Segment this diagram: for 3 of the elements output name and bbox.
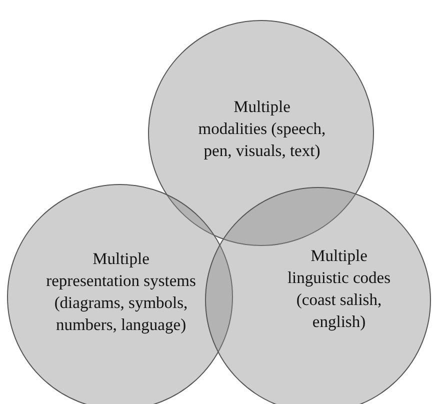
circle-label: Multiple linguistic codes (coast salish, english) bbox=[286, 245, 392, 333]
circle-label: Multiple modalities (speech, pen, visuals, text) bbox=[198, 96, 326, 162]
circle-label: Multiple representation systems (diagrams, symbols, numbers, language) bbox=[46, 248, 196, 336]
